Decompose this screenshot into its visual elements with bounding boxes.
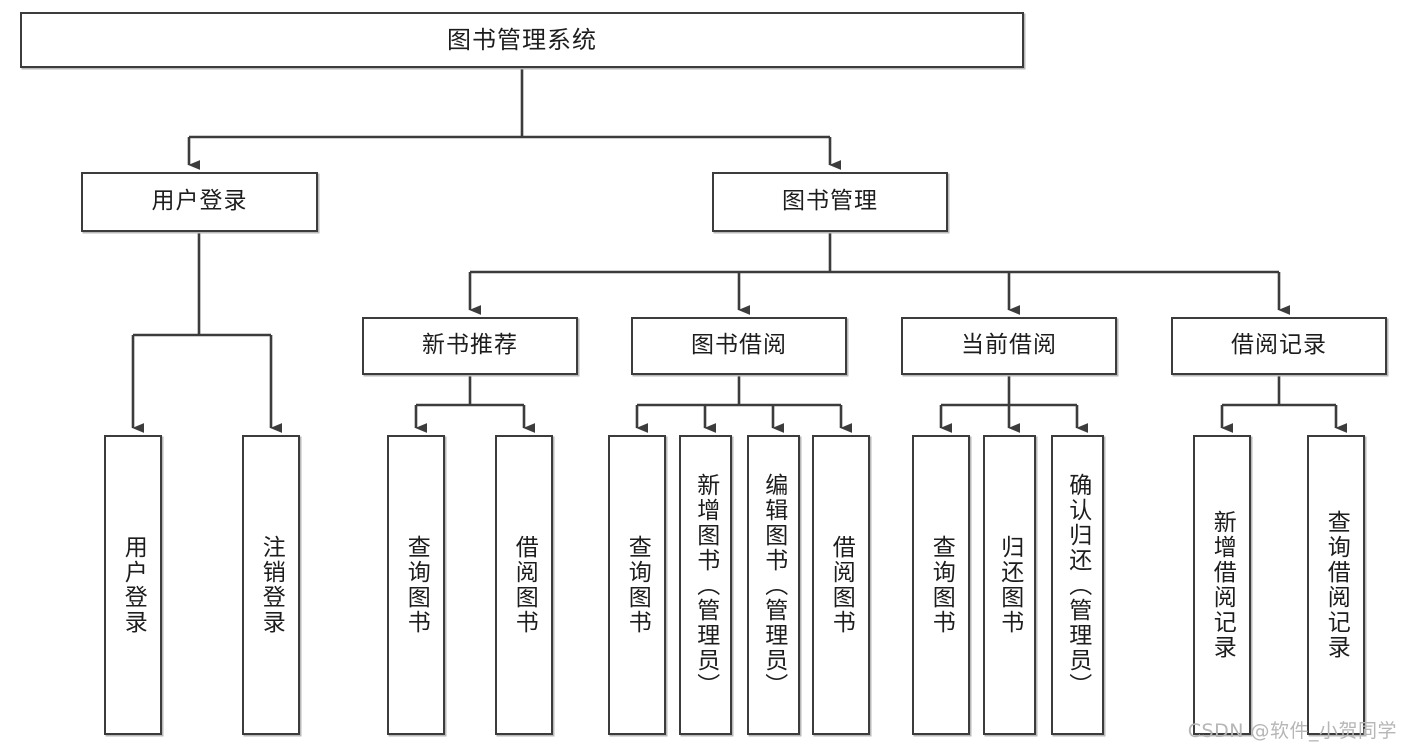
node-label: 注销登录 [258,535,285,635]
node-current-borrowing[interactable]: 当前借阅 [901,317,1117,375]
node-label: 图书管理系统 [447,25,597,54]
leaf-query-book-recommendation[interactable]: 查询图书 [387,435,445,735]
leaf-logout[interactable]: 注销登录 [242,435,300,735]
node-label: 借阅记录 [1231,332,1327,359]
node-label: 图书借阅 [691,332,787,359]
leaf-query-book-current[interactable]: 查询图书 [912,435,970,735]
leaf-query-book-borrow[interactable]: 查询图书 [608,435,666,735]
node-label: 确认归还（管理员） [1064,472,1091,698]
leaf-borrow-book-recommendation[interactable]: 借阅图书 [495,435,553,735]
node-book-borrow[interactable]: 图书借阅 [631,317,847,375]
node-label: 图书管理 [782,188,878,215]
node-label: 借阅图书 [511,535,538,635]
node-borrow-records[interactable]: 借阅记录 [1171,317,1387,375]
leaf-add-book-admin[interactable]: 新增图书（管理员） [679,435,732,735]
csdn-watermark: CSDN @软件_小贺同学 [1187,720,1397,742]
node-root-library-management-system[interactable]: 图书管理系统 [20,12,1024,68]
node-new-book-recommendation[interactable]: 新书推荐 [362,317,578,375]
leaf-return-book[interactable]: 归还图书 [983,435,1036,735]
leaf-borrow-book[interactable]: 借阅图书 [812,435,870,735]
node-label: 查询图书 [403,535,430,635]
node-label: 借阅图书 [828,535,855,635]
node-label: 用户登录 [151,188,248,215]
node-label: 查询图书 [624,535,651,635]
node-book-management[interactable]: 图书管理 [712,172,948,232]
node-label: 新书推荐 [422,332,518,359]
leaf-edit-book-admin[interactable]: 编辑图书（管理员） [747,435,800,735]
leaf-add-borrow-record[interactable]: 新增借阅记录 [1193,435,1251,735]
node-label: 查询借阅记录 [1323,510,1350,660]
node-label: 编辑图书（管理员） [760,472,787,698]
node-label: 用户登录 [120,535,147,635]
node-label: 新增借阅记录 [1209,510,1236,660]
leaf-user-login[interactable]: 用户登录 [104,435,162,735]
node-label: 归还图书 [996,535,1023,635]
leaf-query-borrow-record[interactable]: 查询借阅记录 [1307,435,1365,735]
node-user-login[interactable]: 用户登录 [81,172,318,232]
node-label: 查询图书 [928,535,955,635]
node-label: 新增图书（管理员） [692,472,719,698]
node-label: 当前借阅 [961,332,1057,359]
leaf-confirm-return-admin[interactable]: 确认归还（管理员） [1051,435,1104,735]
